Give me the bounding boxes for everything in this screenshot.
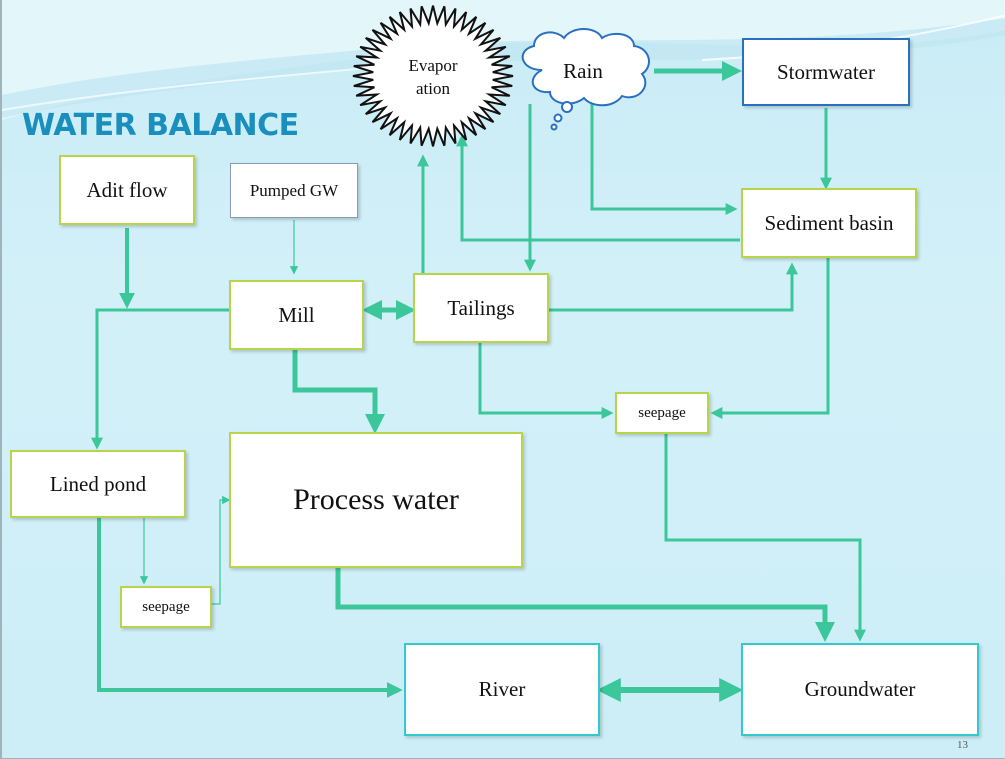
stormwater-label: Stormwater [777,59,875,84]
stormwater-box: Stormwater [742,38,910,106]
mill-box: Mill [229,280,364,350]
arrow-mill-to-process-water [292,344,385,434]
process-water-box: Process water [229,432,523,568]
groundwater-label: Groundwater [804,677,916,701]
arrow-rain-to-sediment [590,102,738,215]
arrow-lined-pond-to-river [97,518,403,698]
rain-label: Rain [563,59,603,83]
page-number: 13 [957,739,968,751]
adit-flow-label: Adit flow [86,177,168,202]
sediment-basin-label: Sediment basin [764,210,894,235]
lined-pond-label: Lined pond [49,471,147,496]
sediment-basin-box: Sediment basin [741,188,917,258]
arrow-sediment-to-seepage [710,258,830,419]
slide-title: WATER BALANCE [22,108,299,143]
process-water-label: Process water [293,483,459,516]
arrow-process-to-groundwater [335,568,835,642]
seepage-upper-label: seepage [638,404,686,421]
adit-flow-box: Adit flow [59,155,195,225]
lined-pond-box: Lined pond [10,450,186,518]
evaporation-starburst [352,5,514,147]
tailings-box: Tailings [413,273,549,343]
evaporation-text: Evapor ation [408,56,458,98]
seepage-upper-box: seepage [615,392,709,434]
seepage-lower-box: seepage [120,586,212,628]
groundwater-box: Groundwater [741,643,979,736]
pumped-gw-box: Pumped GW [230,163,358,218]
arrow-mill-to-lined-pond [91,308,229,450]
pumped-gw-label: Pumped GW [249,180,339,200]
evaporation-label: Evapor ation [388,54,478,100]
rain-cloud-icon [521,28,650,131]
river-box: River [404,643,600,736]
arrow-tailings-to-sediment [548,262,798,312]
tailings-label: Tailings [447,295,515,320]
river-label: River [478,677,526,701]
arrow-seepage-to-groundwater [664,434,866,642]
mill-label: Mill [278,302,315,327]
arrow-sediment-to-evaporation [456,134,740,242]
arrow-seepage-to-process-water [212,495,231,605]
seepage-lower-label: seepage [142,598,190,615]
arrow-tailings-to-seepage [478,342,614,419]
